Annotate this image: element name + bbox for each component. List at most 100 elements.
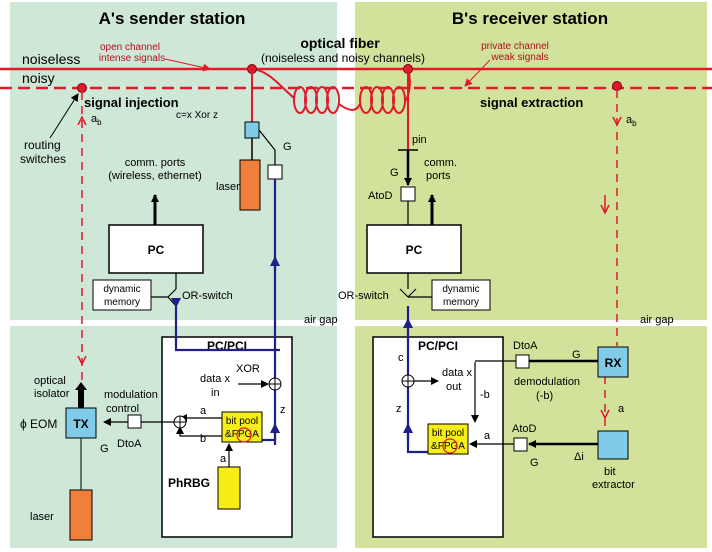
a-label-receiver-pool: a	[484, 430, 491, 442]
tx-g-label: G	[100, 443, 109, 455]
g-label-atod-bottom: G	[530, 457, 539, 469]
fpga-swirl-sender	[236, 427, 252, 443]
g-label-dtoa-receiver: G	[572, 349, 581, 361]
receiver-dashed-arrow-1	[612, 116, 622, 127]
pc-box-receiver[interactable]	[366, 224, 462, 274]
routing-switch-left	[77, 83, 87, 93]
sender-g-label: G	[283, 141, 292, 153]
out-label-receiver: out	[446, 381, 461, 393]
comm-label-1-receiver: comm.	[424, 157, 457, 169]
dyn-mem-label-1-sender: dynamic	[103, 284, 140, 295]
receiver-title: B's receiver station	[452, 9, 608, 28]
bit-extractor-label-2: extractor	[592, 479, 635, 491]
a-label-sender: a	[200, 405, 207, 417]
fiber-junction-left	[247, 64, 257, 74]
laser-label-sender: laser	[216, 181, 240, 193]
pc-label-sender: PC	[148, 243, 165, 257]
open-channel-label-1: open channel	[100, 42, 160, 53]
bitpool-label-1-receiver: bit pool	[432, 428, 464, 439]
sender-amp-box	[267, 164, 283, 180]
air-gap-label-sender: air gap	[304, 314, 338, 326]
atod-box-bottom	[513, 437, 528, 452]
sender-g-line2	[258, 129, 276, 151]
demodulation-label-2: (-b)	[536, 390, 553, 402]
tx-label: TX	[73, 417, 88, 431]
routing-switches-label-1: routing	[24, 138, 61, 152]
bitpool-label-2-receiver: &FPGA	[431, 441, 465, 452]
bit-extractor-label-1: bit	[604, 466, 616, 478]
comm-ports-label-2: (wireless, ethernet)	[108, 170, 202, 182]
receiver-navy-path	[406, 306, 428, 454]
bitpool-label-1-sender: bit pool	[226, 416, 258, 427]
dynamic-memory-receiver[interactable]	[431, 279, 491, 311]
fiber-title: optical fiber	[300, 35, 380, 51]
optical-isolator-label-1: optical	[34, 375, 66, 387]
dyn-mem-label-1-receiver: dynamic	[442, 284, 479, 295]
or-switch-label-receiver: OR-switch	[338, 290, 389, 302]
bit-extractor-box[interactable]	[597, 430, 629, 460]
dtoa-label-sender: DtoA	[117, 438, 142, 450]
bit-pool-fpga-sender	[221, 411, 263, 443]
routing-switches-label-2: switches	[20, 152, 66, 166]
routing-switch-right	[612, 81, 622, 91]
pin-g-label: G	[390, 167, 399, 179]
laser-bottom-sender[interactable]	[69, 489, 93, 541]
private-channel-label-1: private channel	[481, 41, 549, 52]
a-label-phrbg: a	[220, 453, 227, 465]
laser-top-sender[interactable]	[239, 159, 261, 211]
sender-navy-path-1	[171, 298, 280, 352]
open-channel-label-2: intense signals	[99, 53, 165, 64]
ab-label-sender: ab	[91, 113, 102, 127]
dynamic-memory-sender[interactable]	[92, 279, 152, 311]
in-label-sender: in	[211, 387, 220, 399]
or-switch-sender	[151, 273, 177, 307]
z-label-receiver: z	[396, 403, 402, 415]
optical-isolator-label-2: isolator	[34, 388, 70, 400]
phrbg-label: PhRBG	[168, 476, 210, 490]
pc-box-sender[interactable]	[108, 224, 204, 274]
sender-dashed-arrow-1	[77, 355, 87, 366]
signal-injection-label: signal injection	[84, 95, 179, 110]
pin-label: pin	[412, 134, 427, 146]
phrbg-box	[217, 466, 241, 510]
z-label-sender: z	[280, 404, 286, 416]
tx-box[interactable]	[65, 407, 97, 439]
c-label-receiver: c	[398, 352, 404, 364]
xor-label: c=x Xor z	[176, 110, 218, 121]
pcpci-label-receiver: PC/PCI	[418, 339, 458, 353]
laser-bottom-label: laser	[30, 511, 54, 523]
pc-label-receiver: PC	[406, 243, 423, 257]
open-channel-pointer	[164, 58, 211, 72]
air-gap-label-receiver: air gap	[640, 314, 674, 326]
delta-i-label: Δi	[574, 451, 584, 463]
signal-extraction-label: signal extraction	[480, 95, 583, 110]
routing-pointer	[49, 93, 79, 139]
optical-isolator-arrow	[75, 382, 87, 408]
a-label-rx: a	[618, 403, 625, 415]
comm-ports-label-1: comm. ports	[125, 157, 186, 169]
sender-title: A's sender station	[99, 9, 246, 28]
fpga-swirl-receiver	[442, 438, 458, 454]
bitpool-label-2-sender: &FPGA	[225, 429, 259, 440]
pool-b-path	[176, 426, 222, 437]
rx-box[interactable]	[597, 346, 629, 378]
dyn-mem-label-2-sender: memory	[104, 297, 140, 308]
dyn-mem-label-2-receiver: memory	[443, 297, 479, 308]
xor-label-box: XOR	[236, 363, 260, 375]
sender-modulator-box	[244, 121, 260, 139]
private-channel-pointer	[464, 59, 491, 87]
atod-label-top: AtoD	[368, 190, 393, 202]
modulation-label-2: control	[106, 403, 139, 415]
noisy-label: noisy	[22, 70, 55, 86]
rx-label: RX	[605, 356, 622, 370]
comm-label-2-receiver: ports	[426, 170, 451, 182]
or-switch-receiver	[399, 273, 432, 298]
atod-label-bottom: AtoD	[512, 423, 537, 435]
dtoa-label-receiver: DtoA	[513, 340, 538, 352]
private-channel-label-2: weak signals	[490, 52, 548, 63]
phi-eom-label: ϕ EOM	[20, 417, 57, 431]
data-x-label-sender: data x	[200, 373, 230, 385]
b-label-sender: b	[200, 433, 206, 445]
atod-box-top	[400, 186, 416, 202]
sender-dashed-arrow-2	[77, 115, 87, 126]
